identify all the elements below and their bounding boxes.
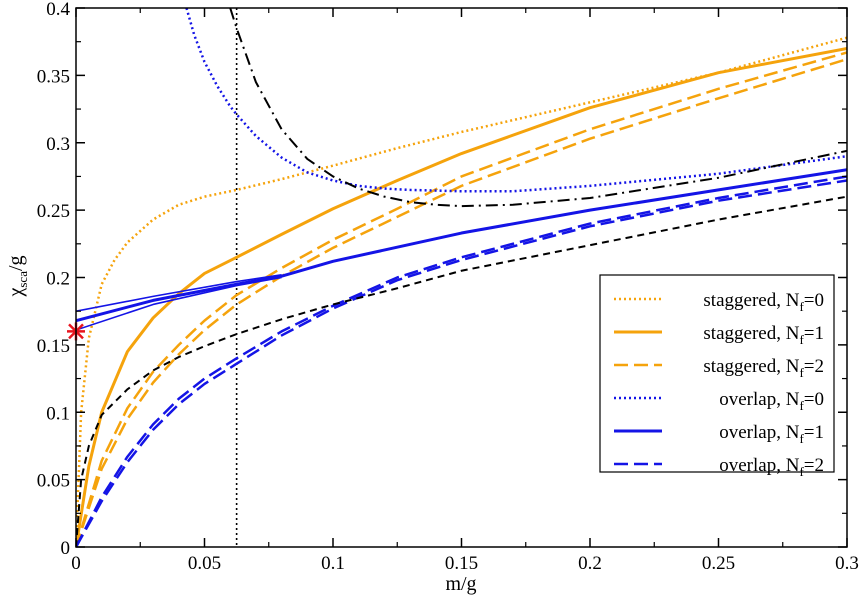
legend-entry-sub: f — [799, 332, 804, 347]
y-axis-label: χsca/g — [5, 255, 30, 297]
series-line-11 — [229, 8, 847, 208]
y-tick-label: 0.3 — [46, 134, 70, 155]
x-axis-label: m/g — [445, 573, 476, 595]
legend-entry-label: overlap, N — [719, 389, 799, 410]
series-line-1 — [76, 46, 847, 547]
series-line-5 — [76, 168, 847, 323]
x-tick-label: 0 — [71, 553, 81, 574]
series-line-10 — [76, 195, 847, 547]
legend-entry-value: =0 — [804, 290, 824, 311]
y-tick-label: 0 — [61, 538, 71, 559]
legend-entry: overlap, Nf=0 — [719, 389, 824, 413]
legend-entry-value: =1 — [804, 323, 824, 344]
x-tick-label: 0.1 — [321, 553, 345, 574]
x-tick-label: 0.25 — [702, 553, 735, 574]
legend-entry-label: overlap, N — [719, 422, 799, 443]
legend-entry-label: staggered, N — [703, 290, 799, 311]
series-line-0 — [76, 36, 847, 547]
legend-entry: overlap, Nf=2 — [719, 455, 824, 479]
y-axis-label-main: χ — [5, 288, 27, 298]
y-tick-label: 0.1 — [46, 403, 70, 424]
legend-entry-label: overlap, N — [719, 455, 799, 476]
y-axis-label-sub: sca — [15, 271, 30, 288]
legend-entry-value: =2 — [804, 455, 824, 476]
legend-entry-value: =0 — [804, 389, 824, 410]
legend-entry: staggered, Nf=1 — [703, 323, 824, 347]
y-axis-label-tail: /g — [5, 255, 27, 271]
series-line-4 — [185, 8, 847, 193]
series-line-7 — [76, 276, 282, 331]
legend-entry-value: =1 — [804, 422, 824, 443]
series-line-9 — [76, 179, 847, 547]
series-line-3 — [76, 58, 847, 547]
legend-entry-value: =2 — [804, 356, 824, 377]
legend-entry-label: staggered, N — [703, 356, 799, 377]
legend-entry: overlap, Nf=1 — [719, 422, 824, 446]
legend-entry-label: staggered, N — [703, 323, 799, 344]
legend-entry-sub: f — [799, 365, 804, 380]
legend-entry-sub: f — [799, 431, 804, 446]
x-tick-label: 0.15 — [445, 553, 478, 574]
y-tick-label: 0.2 — [46, 269, 70, 290]
series-line-8 — [76, 175, 847, 547]
legend-entry-sub: f — [799, 464, 804, 479]
y-tick-label: 0.35 — [37, 66, 70, 87]
y-tick-label: 0.05 — [37, 471, 70, 492]
legend-box — [599, 274, 835, 473]
x-tick-label: 0.3 — [835, 553, 859, 574]
series-line-6 — [76, 274, 282, 312]
legend-entry-sub: f — [799, 398, 804, 413]
svg-text:χsca/g: χsca/g — [5, 255, 30, 297]
legend-entry-sub: f — [799, 299, 804, 314]
legend-entry: staggered, Nf=2 — [703, 356, 824, 380]
y-tick-label: 0.15 — [37, 336, 70, 357]
legend-entry: staggered, Nf=0 — [703, 290, 824, 314]
y-tick-label: 0.25 — [37, 201, 70, 222]
x-tick-label: 0.05 — [188, 553, 221, 574]
x-tick-label: 0.2 — [578, 553, 602, 574]
y-tick-label: 0.4 — [46, 0, 70, 20]
